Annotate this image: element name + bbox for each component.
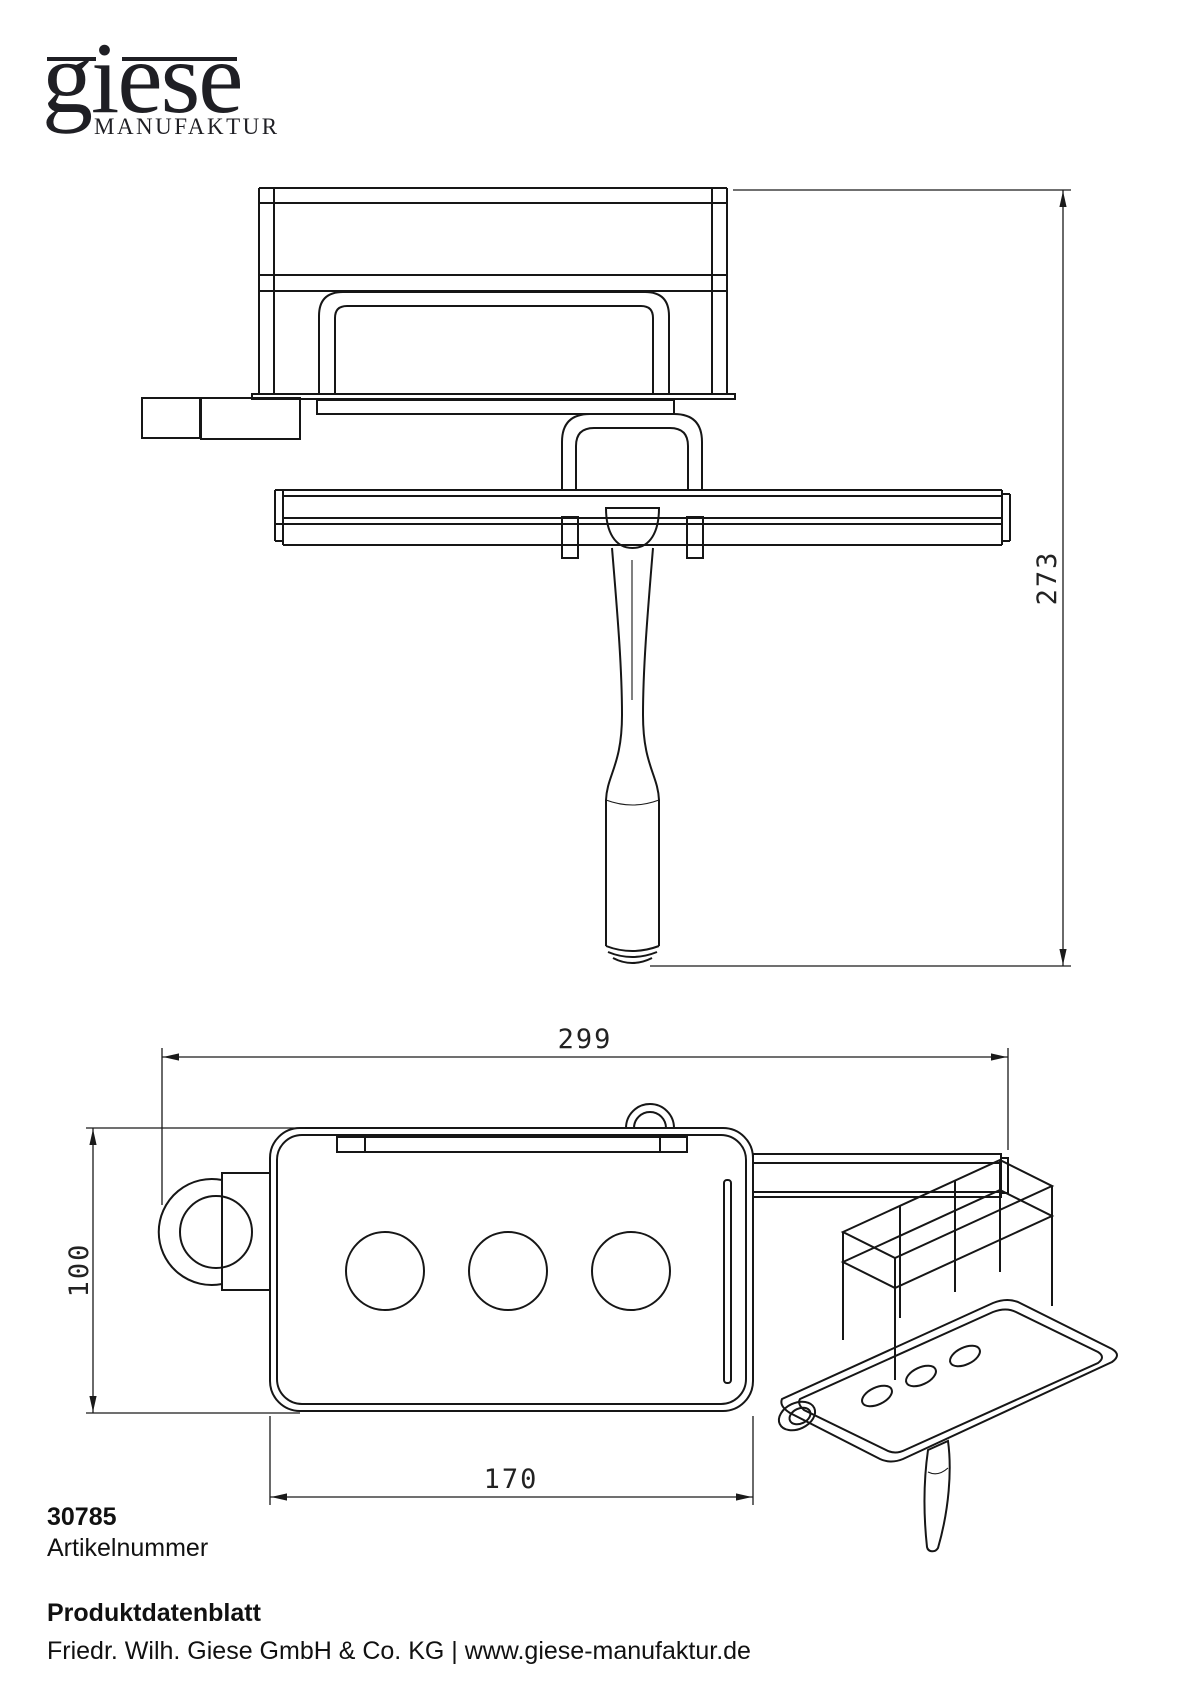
drain-slot	[336, 1136, 688, 1153]
inner-wall-line	[723, 1179, 732, 1384]
squeegee-hook	[561, 413, 703, 491]
iso-plate	[780, 1299, 1118, 1463]
logo-bar-left	[47, 57, 96, 61]
dish-holes	[345, 1231, 671, 1311]
iso-basket	[840, 1158, 1055, 1380]
logo-bar-right	[122, 57, 237, 61]
dimension-273: 273	[650, 189, 1071, 967]
logo-subtitle: MANUFAKTUR	[94, 114, 280, 139]
dish-edge	[316, 399, 675, 415]
dim-label-273: 273	[1032, 551, 1063, 606]
bar-clips	[561, 516, 704, 559]
dimension-100: 100	[64, 1127, 305, 1414]
hook-top-bump	[625, 1103, 675, 1129]
dim-label-170: 170	[484, 1464, 539, 1495]
iso-holes	[861, 1344, 981, 1408]
iso-wall-eye	[777, 1400, 817, 1432]
basket-base-plate	[251, 393, 736, 400]
wall-eye	[157, 1172, 271, 1291]
squeegee-bar	[274, 489, 1011, 546]
document-title: Produktdatenblatt	[47, 1599, 261, 1627]
top-view: 299 100 170	[64, 1024, 1009, 1505]
dim-label-299: 299	[558, 1024, 613, 1055]
squeegee-bar-top	[752, 1153, 1009, 1198]
dish-outline	[269, 1127, 754, 1412]
dimension-170: 170	[269, 1416, 754, 1505]
article-number-label: Artikelnummer	[47, 1534, 209, 1562]
wall-bracket	[141, 397, 301, 440]
giese-logo: giese MANUFAKTUR	[0, 0, 320, 170]
iso-handle	[923, 1439, 951, 1553]
isometric-view	[777, 1158, 1118, 1553]
dimension-299: 299	[161, 1024, 1009, 1205]
front-view: 273	[141, 187, 1071, 967]
squeegee-handle	[604, 507, 661, 964]
logo-wordmark: giese	[42, 22, 244, 135]
dim-label-100: 100	[64, 1243, 95, 1298]
company-line: Friedr. Wilh. Giese GmbH & Co. KG | www.…	[47, 1637, 751, 1665]
iso-plate-inner	[798, 1308, 1103, 1454]
basket-front-wire	[318, 291, 670, 394]
article-number: 30785	[47, 1503, 117, 1531]
